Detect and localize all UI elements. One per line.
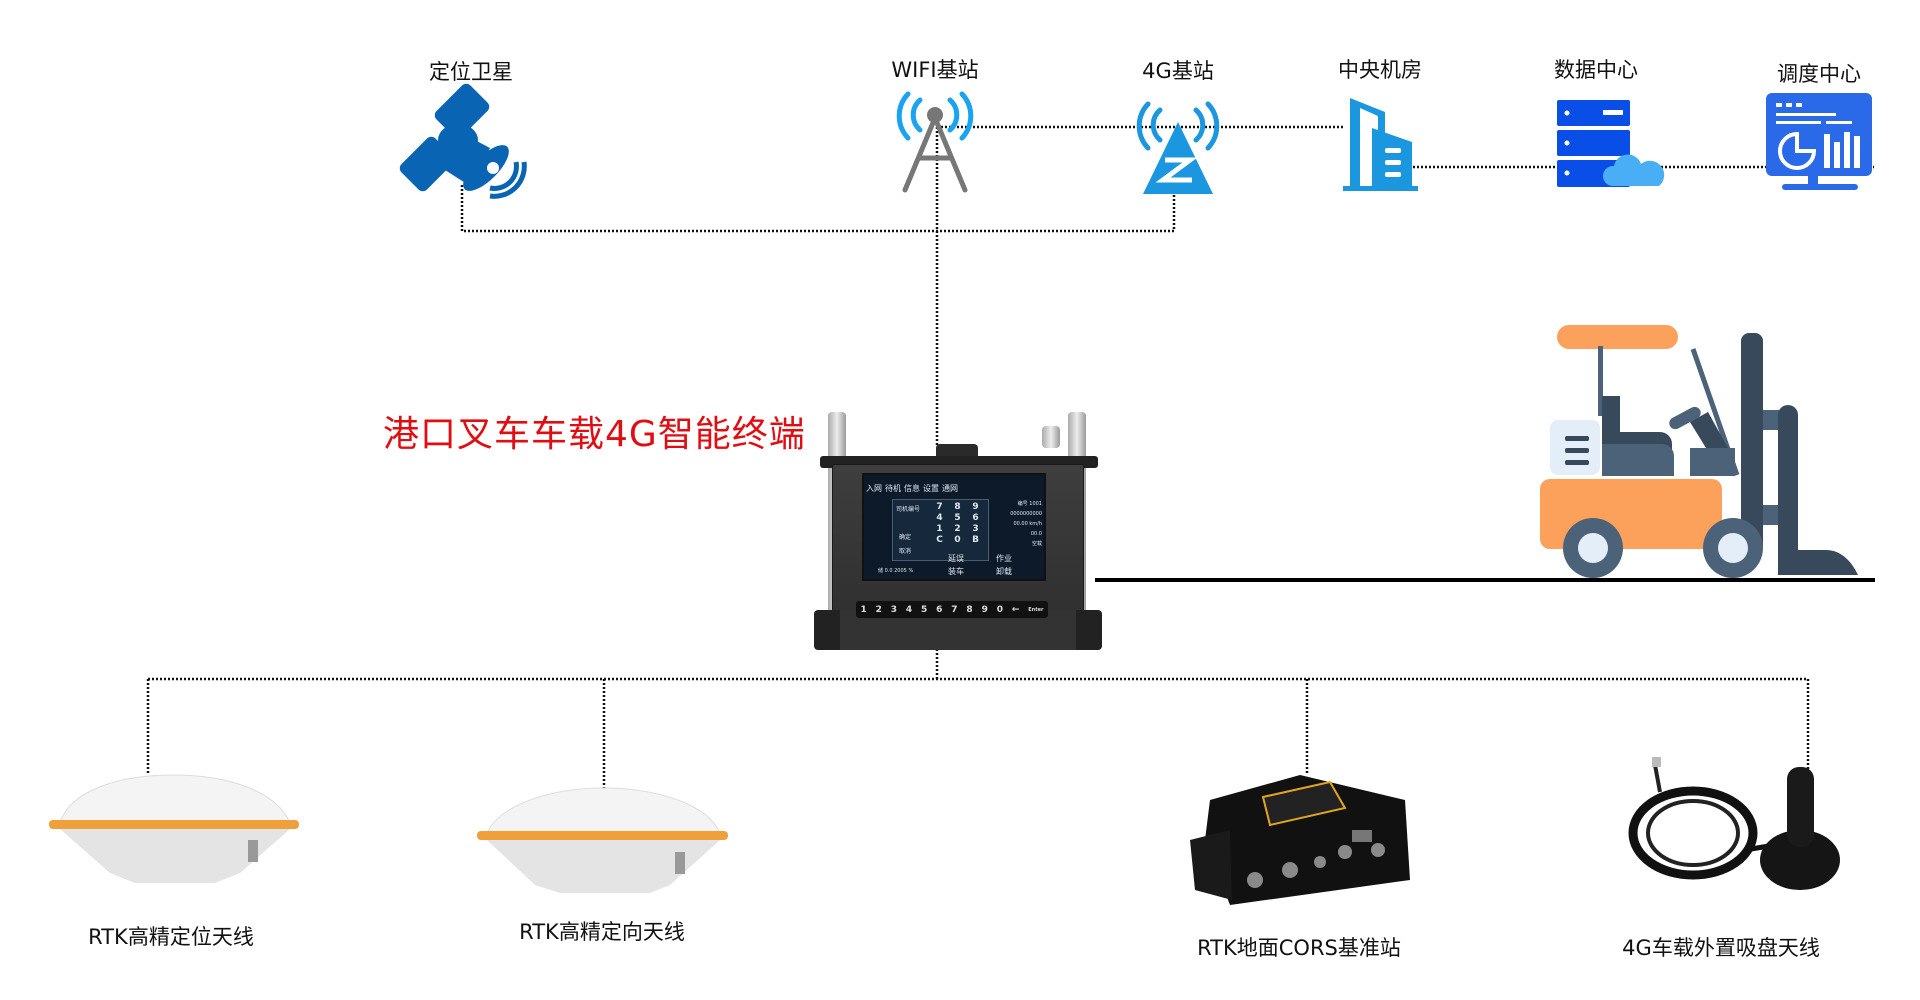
terminal-screen: 入网 待机 信息 设置 通网 司机编号 确定 取消 7 8 9 4 5 6 1 … [862, 473, 1046, 581]
hw-key[interactable]: 0 [996, 604, 1003, 615]
screen-key[interactable]: 2 [954, 524, 961, 534]
screen-key[interactable]: 7 [936, 502, 943, 512]
screen-tab[interactable]: 信息 [904, 484, 920, 493]
hw-key[interactable]: 5 [921, 604, 928, 615]
label-rtk-pos: RTK高精定位天线 [88, 925, 254, 949]
screen-tabs: 入网 待机 信息 设置 通网 [866, 483, 958, 494]
hw-key[interactable]: 3 [890, 604, 897, 615]
label-datacenter: 数据中心 [1554, 58, 1638, 82]
screen-footer: 储 0.0 2005 % [878, 568, 914, 574]
screen-key[interactable]: 9 [972, 502, 979, 512]
label-central: 中央机房 [1338, 58, 1422, 82]
hw-key[interactable]: 2 [875, 604, 882, 615]
hw-key[interactable]: Enter [1028, 606, 1044, 613]
screen-key[interactable]: 1 [936, 524, 943, 534]
driver-dialog: 司机编号 确定 取消 7 8 9 4 5 6 1 2 3 C 0 B [892, 499, 989, 561]
action-work[interactable]: 作业 [996, 554, 1012, 563]
line-satellite-4g [460, 185, 1176, 233]
screen-key[interactable]: 3 [972, 524, 979, 534]
action-unload[interactable]: 卸载 [996, 567, 1012, 576]
hw-key[interactable]: 1 [860, 604, 867, 615]
action-delay[interactable]: 延误 [948, 554, 964, 563]
screen-key[interactable]: 8 [954, 502, 961, 512]
label-cors: RTK地面CORS基准站 [1197, 936, 1401, 960]
label-satellite: 定位卫星 [429, 60, 513, 84]
screen-key[interactable]: 5 [954, 513, 961, 523]
hw-key[interactable]: ← [1011, 604, 1020, 615]
terminal-title: 港口叉车车载4G智能终端 [383, 414, 806, 455]
screen-key[interactable]: 6 [972, 513, 979, 523]
antenna-stub [1042, 426, 1060, 448]
readout: 0000000000 [1010, 511, 1042, 517]
hw-key[interactable]: 8 [966, 604, 973, 615]
action-load[interactable]: 装车 [948, 567, 964, 576]
screen-tab[interactable]: 通网 [942, 484, 958, 493]
hw-key[interactable]: 4 [905, 604, 913, 615]
screen-key[interactable]: C [936, 535, 943, 545]
readouts: 编号 1001 0000000000 00.00 km/h 00.0 空载 [990, 499, 1042, 549]
screen-tab[interactable]: 入网 [866, 484, 882, 493]
readout: 00.0 [1030, 531, 1042, 537]
readout: 00.00 km/h [1013, 521, 1042, 527]
terminal-device: 入网 待机 信息 设置 通网 司机编号 确定 取消 7 8 9 4 5 6 1 … [810, 412, 1102, 652]
label-4g: 4G基站 [1142, 59, 1214, 83]
screen-key[interactable]: B [972, 535, 979, 545]
label-dispatch: 调度中心 [1777, 62, 1861, 86]
screen-tab[interactable]: 待机 [885, 484, 901, 493]
readout: 空载 [1031, 541, 1042, 547]
screen-key[interactable]: 4 [936, 513, 943, 523]
hardware-keypad: 1 2 3 4 5 6 7 8 9 0 ← Enter [856, 601, 1048, 618]
label-4g-antenna: 4G车载外置吸盘天线 [1622, 936, 1820, 960]
hw-key[interactable]: 7 [951, 604, 958, 615]
screen-tab[interactable]: 设置 [923, 484, 939, 493]
confirm-button[interactable]: 确定 [899, 534, 912, 541]
screen-keypad: 7 8 9 4 5 6 1 2 3 C 0 B [931, 502, 984, 545]
driver-label: 司机编号 [896, 506, 921, 513]
hw-key[interactable]: 6 [936, 604, 943, 615]
screen-actions: 延误 作业 装车 卸载 [948, 553, 1042, 577]
cancel-button[interactable]: 取消 [899, 548, 912, 555]
label-wifi: WIFI基站 [891, 58, 979, 82]
label-rtk-dir: RTK高精定向天线 [519, 920, 685, 944]
readout: 编号 1001 [1017, 501, 1042, 507]
hw-key[interactable]: 9 [981, 604, 988, 615]
screen-key[interactable]: 0 [954, 535, 961, 545]
